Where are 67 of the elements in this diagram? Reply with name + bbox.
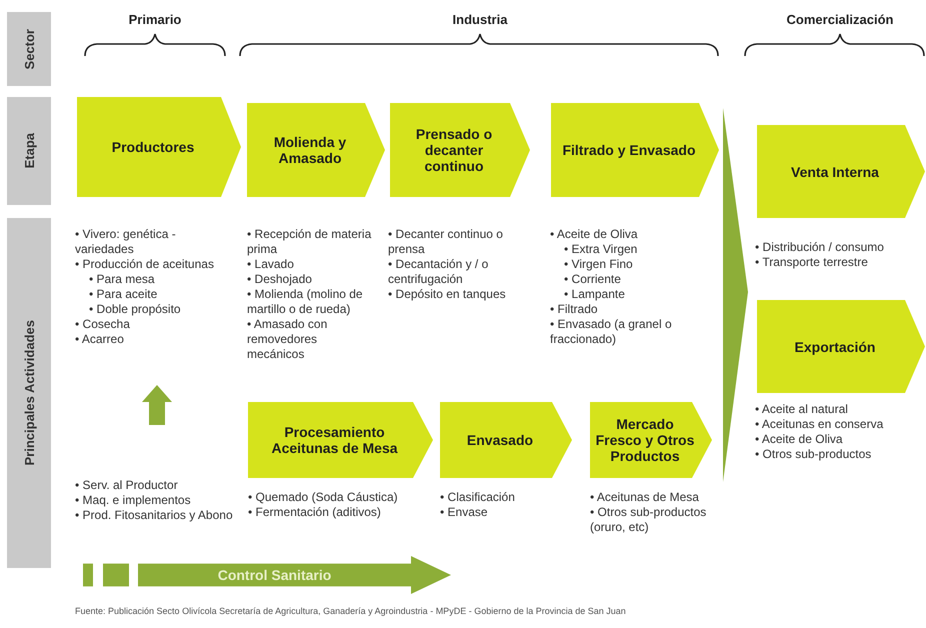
bullet-item: • Vivero: genética - variedades (75, 227, 177, 257)
bullet-item: • Aceite al natural (755, 402, 849, 417)
stage-banner (551, 103, 719, 197)
stage-title: Exportación (794, 338, 876, 354)
sector-heading: Primario (128, 12, 182, 27)
stage-title: Prensado o decanter continuo (414, 126, 494, 174)
row-header-band (7, 218, 51, 568)
row-header-band (7, 12, 51, 86)
bullet-item: • Recepción de materia prima (247, 227, 372, 257)
bullet-item: • Aceitunas de Mesa (590, 490, 700, 505)
sector-heading: Industria (452, 12, 508, 27)
bullet-item: • Lampante (563, 287, 626, 302)
bullet-item: • Envasado (a granel o fraccionado) (550, 317, 673, 347)
sector-heading: Comercialización (786, 12, 894, 27)
stage-title: Productores (112, 139, 194, 155)
row-header-band (7, 97, 51, 205)
bullet-item: • Serv. al Productor (75, 478, 179, 493)
bullet-item: • Virgen Fino (563, 257, 634, 272)
bullet-item: • Extra Virgen (563, 242, 638, 257)
row-header: Etapa (22, 133, 36, 169)
row-header: Principales Actividades (22, 320, 36, 466)
stage-title: Control Sanitario (218, 567, 332, 583)
bullet-item: • Corriente (563, 272, 622, 287)
stage-title: Venta Interna (791, 164, 879, 180)
bullet-item: • Fermentación (aditivos) (248, 505, 382, 520)
stage-banner (390, 103, 530, 197)
bullet-item: • Molienda (molino de martillo o de rueda) (247, 287, 364, 317)
bullet-item: • Otros sub-productos (755, 447, 872, 462)
bullet-item: • Envase (440, 505, 489, 520)
bullet-item: • Doble propósito (88, 302, 182, 317)
bullet-item: • Filtrado (550, 302, 599, 317)
stage-banner (757, 125, 925, 218)
stage-banner (590, 402, 712, 478)
bullet-item: • Transporte terrestre (755, 255, 869, 270)
bullet-item: • Aceite de Oliva (550, 227, 639, 242)
bullet-item: • Amasado con removedores mecánicos (247, 317, 328, 362)
row-header: Sector (22, 28, 36, 70)
bullet-item: • Deshojado (247, 272, 313, 287)
bullet-item: • Prod. Fitosanitarios y Abono (75, 508, 234, 523)
source-note: Fuente: Publicación Secto Olivícola Secretaría de Agricultura, Ganadería y Agroindustria - MPyDE - Gobierno de la Provincia de San Juan (75, 606, 626, 616)
bullet-item: • Clasificación (440, 490, 516, 505)
bullet-item: • Lavado (247, 257, 295, 272)
bullet-item: • Otros sub-productos (oruro, etc) (590, 505, 708, 535)
stage-title: Procesamiento Aceitunas de Mesa (270, 424, 399, 456)
bullet-item: • Quemado (Soda Cáustica) (248, 490, 399, 505)
bullet-item: • Producción de aceitunas (75, 257, 215, 272)
stage-title: Mercado Fresco y Otros Productos (594, 416, 696, 464)
stage-title: Envasado (466, 432, 534, 448)
stage-banner (248, 402, 433, 478)
bullet-item: • Para aceite (88, 287, 158, 302)
stage-title: Molienda y Amasado (272, 134, 348, 166)
stage-banner (247, 103, 385, 197)
stage-banner (440, 402, 572, 478)
bullet-item: • Aceite de Oliva (755, 432, 844, 447)
bullet-item: • Cosecha (75, 317, 131, 332)
bullet-item: • Distribución / consumo (755, 240, 885, 255)
stage-title: Filtrado y Envasado (562, 142, 696, 158)
bullet-item: • Aceitunas en conserva (755, 417, 884, 432)
bullet-item: • Maq. e implementos (75, 493, 192, 508)
bullet-item: • Depósito en tanques (388, 287, 507, 302)
stage-banner (77, 97, 241, 197)
stage-banner (757, 300, 925, 393)
bullet-item: • Decanter continuo o prensa (388, 227, 504, 257)
bullet-item: • Para mesa (88, 272, 156, 287)
process-arrow (138, 556, 451, 594)
bullet-item: • Acarreo (75, 332, 125, 347)
bullet-item: • Decantación y / o centrifugación (388, 257, 490, 287)
